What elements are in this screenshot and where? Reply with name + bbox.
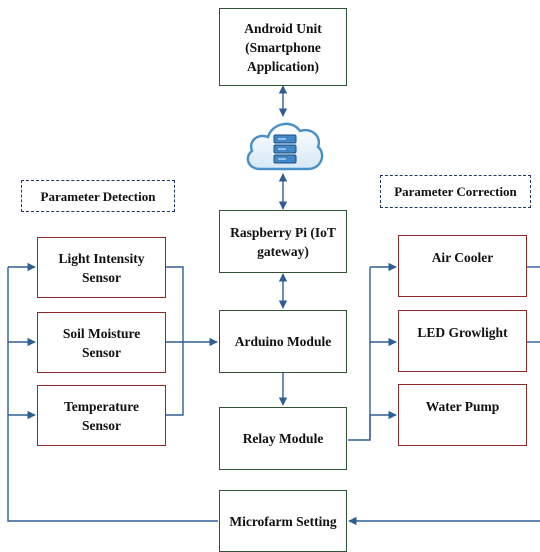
raspberry-pi-node: Raspberry Pi (IoT gateway) — [219, 210, 347, 273]
led-growlight-label: LED Growlight — [417, 325, 508, 340]
water-pump-node: Water Pump — [398, 384, 527, 446]
parameter-detection-group: Parameter Detection — [21, 180, 175, 212]
feedback-left-connector — [7, 267, 218, 522]
relay-bus-connector — [348, 267, 371, 441]
soil-moisture-sensor-label: Soil Moisture Sensor — [62, 325, 141, 360]
relay-module-node: Relay Module — [219, 407, 347, 470]
microfarm-setting-node: Microfarm Setting — [219, 490, 347, 552]
parameter-detection-label: Parameter Detection — [40, 188, 156, 204]
led-growlight-node: LED Growlight — [398, 310, 527, 372]
relay-module-label: Relay Module — [242, 431, 324, 446]
soil-moisture-sensor-node: Soil Moisture Sensor — [37, 312, 166, 373]
air-cooler-label: Air Cooler — [431, 250, 494, 265]
android-unit-label: Android Unit (Smartphone Application) — [244, 20, 322, 74]
light-intensity-sensor-node: Light Intensity Sensor — [37, 237, 166, 298]
cloud-server-icon — [246, 122, 324, 171]
light-intensity-sensor-label: Light Intensity Sensor — [58, 250, 145, 285]
android-unit-node: Android Unit (Smartphone Application) — [219, 8, 347, 86]
temp-sensor-connector — [166, 342, 184, 416]
water-pump-label: Water Pump — [425, 399, 500, 414]
arduino-module-label: Arduino Module — [234, 334, 332, 349]
raspberry-pi-label: Raspberry Pi (IoT gateway) — [230, 224, 336, 259]
temperature-sensor-label: Temperature Sensor — [64, 398, 139, 433]
parameter-correction-label: Parameter Correction — [394, 184, 517, 199]
temperature-sensor-node: Temperature Sensor — [37, 385, 166, 446]
microfarm-setting-label: Microfarm Setting — [229, 513, 337, 529]
parameter-correction-group: Parameter Correction — [380, 175, 531, 208]
arduino-module-node: Arduino Module — [219, 310, 347, 373]
air-cooler-node: Air Cooler — [398, 235, 527, 297]
light-sensor-connector — [166, 266, 184, 342]
